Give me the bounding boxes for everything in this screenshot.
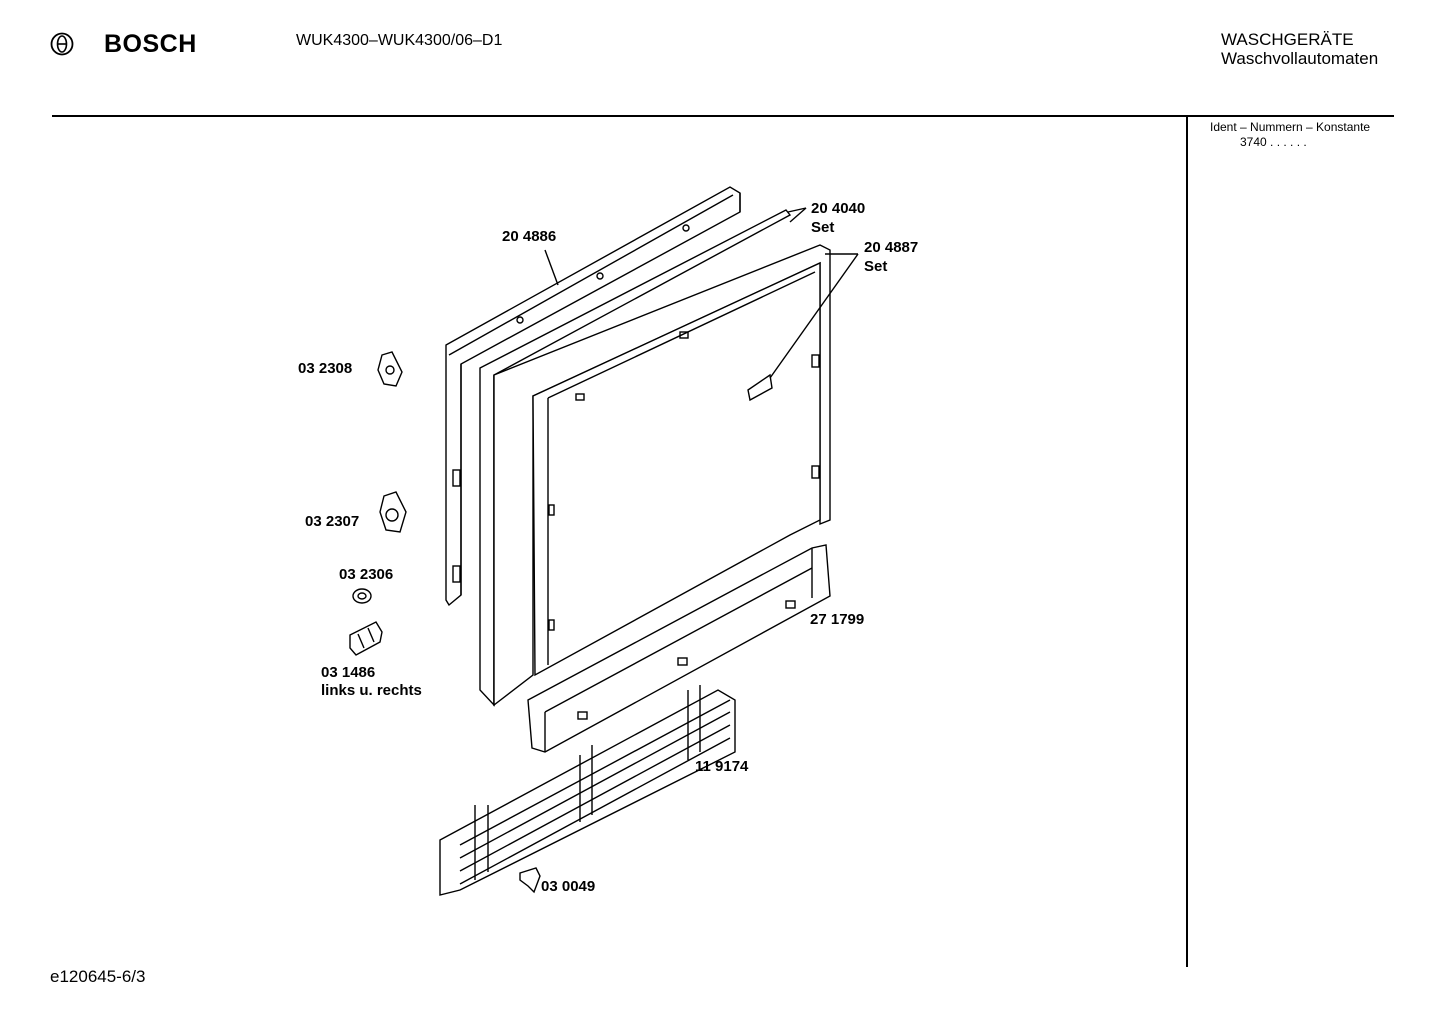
part-note-204887: Set	[864, 258, 887, 275]
rear-frame-part	[445, 186, 741, 607]
category-title: WASCHGERÄTE	[1221, 30, 1354, 49]
part-label-204040: 20 4040	[811, 200, 865, 217]
part-label-031486: 03 1486	[321, 664, 375, 681]
category-subtitle: Waschvollautomaten	[1221, 49, 1379, 68]
model-number: WUK4300–WUK4300/06–D1	[296, 32, 503, 49]
part-label-032308: 03 2308	[298, 360, 352, 377]
bracket-part-031486	[349, 621, 383, 656]
bosch-armature-icon	[50, 32, 74, 56]
part-note-204040: Set	[811, 219, 834, 236]
bottom-channel-part	[527, 544, 831, 753]
part-label-032307: 03 2307	[305, 513, 359, 530]
brand-logo-text: BOSCH	[104, 30, 197, 58]
part-label-119174: 11 9174	[695, 758, 749, 775]
hinge-part-032307	[379, 491, 407, 533]
grommet-part-032306	[352, 588, 372, 604]
part-label-271799: 27 1799	[810, 611, 864, 628]
exploded-view-drawing: 20 4886 20 4040 Set 20 4887 Set 03 2308 …	[298, 186, 918, 896]
hinge-part-032308	[377, 351, 403, 387]
ident-value: 3740 . . . . . .	[1240, 135, 1307, 149]
header-divider	[52, 115, 1394, 117]
part-note-031486: links u. rechts	[321, 682, 422, 699]
inner-panel-part	[493, 244, 831, 707]
part-label-032306: 03 2306	[339, 566, 393, 583]
part-label-030049: 03 0049	[541, 878, 595, 895]
part-label-204886: 20 4886	[502, 228, 556, 245]
clip-part-030049	[519, 867, 541, 894]
slide-rail-part	[439, 685, 736, 896]
leader-lines	[544, 207, 859, 379]
ident-heading: Ident – Nummern – Konstante	[1210, 120, 1371, 134]
side-divider	[1186, 116, 1188, 967]
document-id: e120645-6/3	[50, 967, 146, 986]
part-label-204887: 20 4887	[864, 239, 918, 256]
